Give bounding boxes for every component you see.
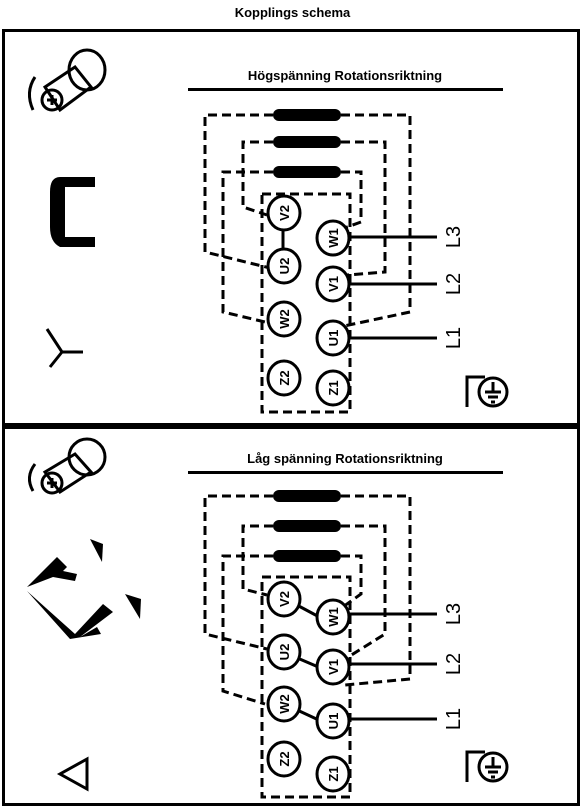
line-L2: L2: [443, 653, 465, 675]
delta-symbol-icon: [56, 756, 89, 792]
wye-symbol-icon: [45, 328, 83, 368]
title-underline: [188, 471, 503, 474]
terminal-W2: W2: [277, 309, 292, 329]
terminal-Z2: Z2: [277, 370, 292, 385]
terminal-U2: U2: [277, 644, 292, 661]
bridge-link-icon: [50, 177, 95, 247]
terminal-Z1: Z1: [326, 766, 341, 781]
terminal-V2: V2: [277, 205, 292, 221]
ground-icon: [465, 750, 509, 783]
low-voltage-panel: Låg spänning Rotationsriktning: [2, 426, 580, 806]
terminal-Z2: Z2: [277, 751, 292, 766]
screwdriver-icon: [28, 437, 107, 495]
terminal-U1: U1: [326, 330, 341, 347]
terminal-W1: W1: [326, 607, 341, 627]
bridge-links-icon: [27, 539, 141, 639]
dashed-wiring: [203, 494, 412, 799]
line-L1: L1: [443, 708, 465, 730]
title-underline: [188, 88, 503, 91]
winding-bars: [273, 490, 341, 562]
high-voltage-title: Högspänning Rotationsriktning: [247, 68, 443, 83]
terminal-U1: U1: [326, 713, 341, 730]
dashed-wiring: [203, 113, 412, 414]
high-voltage-wiring-diagram: V2 U2 W2 Z2 W1 V1 U1 Z1 L3 L2 L1: [28, 48, 509, 414]
terminal-labels: V2 U2 W2 Z2 W1 V1 U1 Z1: [277, 591, 341, 782]
winding-bars: [273, 109, 341, 178]
line-labels: L3 L2 L1: [443, 226, 465, 349]
terminal-V1: V1: [326, 276, 341, 292]
high-voltage-panel: Högspänning Rotationsriktning: [2, 29, 580, 426]
low-voltage-title: Låg spänning Rotationsriktning: [247, 451, 443, 466]
terminal-W2: W2: [277, 694, 292, 714]
screwdriver-icon: [28, 48, 107, 113]
line-L1: L1: [443, 327, 465, 349]
terminal-V2: V2: [277, 591, 292, 607]
line-L2: L2: [443, 273, 465, 295]
terminal-block: [266, 194, 351, 407]
low-voltage-wiring-diagram: V2 U2 W2 Z2 W1 V1 U1 Z1 L3 L2 L1: [27, 437, 509, 799]
terminal-U2: U2: [277, 258, 292, 275]
terminal-V1: V1: [326, 659, 341, 675]
terminal-Z1: Z1: [326, 380, 341, 395]
ground-icon: [465, 375, 509, 408]
terminal-W1: W1: [326, 228, 341, 248]
page-title: Kopplings schema: [234, 5, 351, 20]
terminal-block: [266, 580, 351, 793]
line-L3: L3: [443, 603, 465, 625]
line-labels: L3 L2 L1: [443, 603, 465, 730]
line-L3: L3: [443, 226, 465, 248]
terminal-labels: V2 U2 W2 Z2 W1 V1 U1 Z1: [277, 205, 341, 396]
